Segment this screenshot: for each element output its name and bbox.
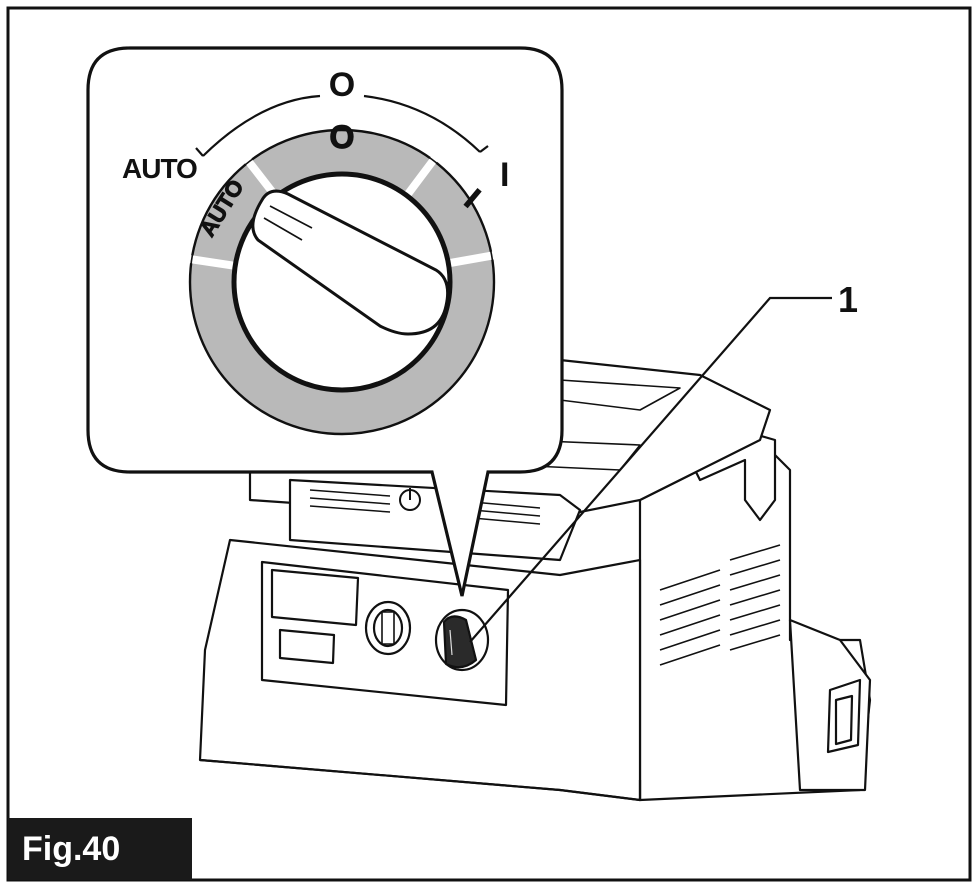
dial-label-on: I: [500, 156, 509, 194]
dial-magnifier: O I AUTO AUTO O I: [86, 46, 564, 597]
device-display-window: [270, 568, 360, 627]
figure-label: Fig.40: [8, 818, 192, 880]
dial-outer-ticks: [195, 94, 489, 157]
dial-label-off: O: [329, 66, 355, 104]
device-vent-slots: [659, 544, 781, 666]
mode-switch-knob: [434, 608, 490, 672]
callout-number: 1: [838, 279, 858, 320]
device-top-panel: [288, 478, 582, 562]
dial-label-auto: AUTO: [122, 153, 197, 184]
device-small-window: [278, 628, 336, 665]
secondary-knob-icon: [364, 600, 412, 656]
device-drawing: [198, 358, 872, 802]
callout-leader-line: [469, 296, 832, 643]
dial-knob-lever: [251, 189, 450, 336]
ring-marking-off: O: [330, 119, 355, 155]
